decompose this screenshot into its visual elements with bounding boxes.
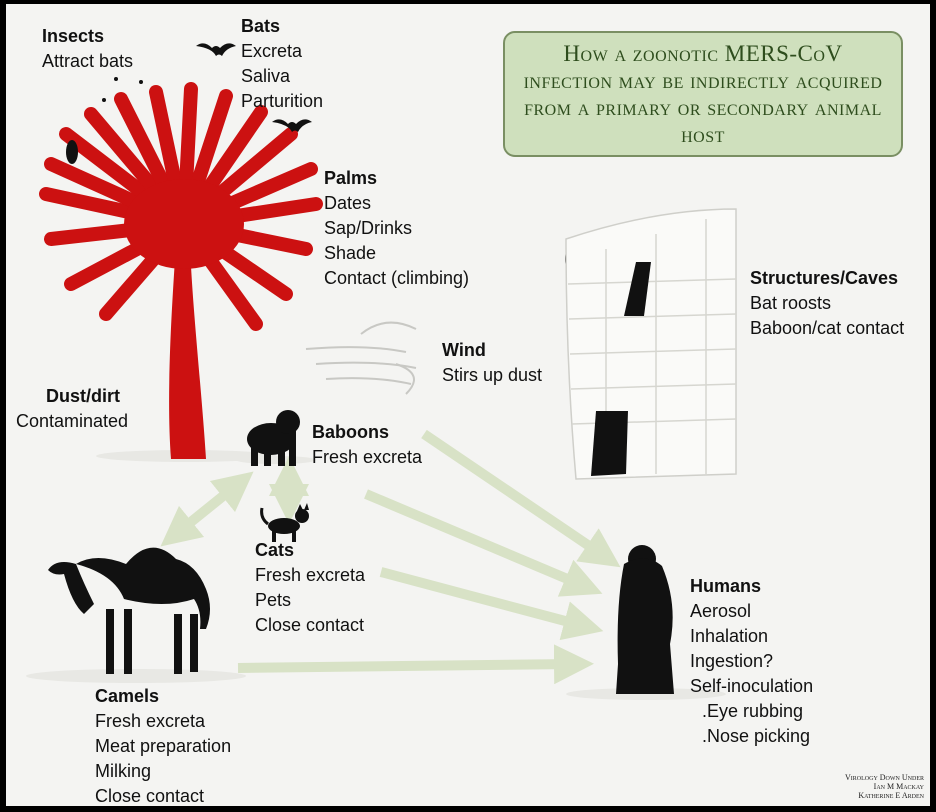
- palms-item: Shade: [324, 241, 469, 266]
- humans-label: Humans Aerosol Inhalation Ingestion? Sel…: [690, 574, 813, 749]
- credit-line: Katherine E Arden: [845, 791, 924, 800]
- bats-heading: Bats: [241, 14, 323, 39]
- infographic-canvas: How a zoonotic MERS-CoV infection may be…: [6, 4, 930, 806]
- structures-label: Structures/Caves Bat roosts Baboon/cat c…: [750, 266, 904, 341]
- insects-item: Attract bats: [42, 49, 133, 74]
- cats-item: Close contact: [255, 613, 365, 638]
- credit-block: Virology Down Under Ian M Mackay Katheri…: [845, 773, 924, 800]
- palms-item: Contact (climbing): [324, 266, 469, 291]
- dust-heading: Dust/dirt: [16, 384, 128, 409]
- cats-label: Cats Fresh excreta Pets Close contact: [255, 538, 365, 638]
- arrow-camels-humans: [238, 664, 574, 668]
- credit-line: Virology Down Under: [845, 773, 924, 782]
- bats-label: Bats Excreta Saliva Parturition: [241, 14, 323, 114]
- camels-heading: Camels: [95, 684, 231, 709]
- flying-bat-icon: [196, 43, 236, 56]
- camel-silhouette: [48, 548, 210, 674]
- cats-heading: Cats: [255, 538, 365, 563]
- bats-item: Saliva: [241, 64, 323, 89]
- arrow-baboons-camels: [176, 484, 238, 534]
- wind-heading: Wind: [442, 338, 542, 363]
- baboons-item: Fresh excreta: [312, 445, 422, 470]
- cats-item: Fresh excreta: [255, 563, 365, 588]
- structure-door: [591, 411, 628, 476]
- camels-item: Close contact: [95, 784, 231, 806]
- insects-label: Insects Attract bats: [42, 24, 133, 74]
- palms-heading: Palms: [324, 166, 469, 191]
- humans-item: Aerosol: [690, 599, 813, 624]
- camels-label: Camels Fresh excreta Meat preparation Mi…: [95, 684, 231, 806]
- structures-heading: Structures/Caves: [750, 266, 904, 291]
- baboons-label: Baboons Fresh excreta: [312, 420, 422, 470]
- arrow-cats-humans: [381, 572, 584, 626]
- structures-item: Bat roosts: [750, 291, 904, 316]
- bats-item: Parturition: [241, 89, 323, 114]
- dust-item: Contaminated: [16, 409, 128, 434]
- flying-bat-icon: [272, 119, 312, 132]
- baboons-heading: Baboons: [312, 420, 422, 445]
- camels-item: Fresh excreta: [95, 709, 231, 734]
- humans-item: Inhalation: [690, 624, 813, 649]
- humans-item: .Eye rubbing: [690, 699, 813, 724]
- palms-label: Palms Dates Sap/Drinks Shade Contact (cl…: [324, 166, 469, 291]
- humans-item: .Nose picking: [690, 724, 813, 749]
- structures-item: Baboon/cat contact: [750, 316, 904, 341]
- humans-item: Self-inoculation: [690, 674, 813, 699]
- dust-label: Dust/dirt Contaminated: [16, 384, 128, 434]
- cat-silhouette: [262, 503, 309, 542]
- hanging-bat-icon: [66, 140, 78, 164]
- wind-icon: [306, 323, 416, 394]
- structure-illustration: [566, 209, 736, 479]
- humans-item: Ingestion?: [690, 649, 813, 674]
- title: How a zoonotic MERS-CoV infection may be…: [523, 40, 883, 148]
- cats-item: Pets: [255, 588, 365, 613]
- palms-item: Sap/Drinks: [324, 216, 469, 241]
- credit-line: Ian M Mackay: [845, 782, 924, 791]
- wind-label: Wind Stirs up dust: [442, 338, 542, 388]
- wind-item: Stirs up dust: [442, 363, 542, 388]
- title-box: How a zoonotic MERS-CoV infection may be…: [503, 31, 903, 157]
- palms-item: Dates: [324, 191, 469, 216]
- insects-heading: Insects: [42, 24, 133, 49]
- camels-item: Meat preparation: [95, 734, 231, 759]
- humans-heading: Humans: [690, 574, 813, 599]
- camels-item: Milking: [95, 759, 231, 784]
- human-silhouette: [616, 545, 674, 694]
- bats-item: Excreta: [241, 39, 323, 64]
